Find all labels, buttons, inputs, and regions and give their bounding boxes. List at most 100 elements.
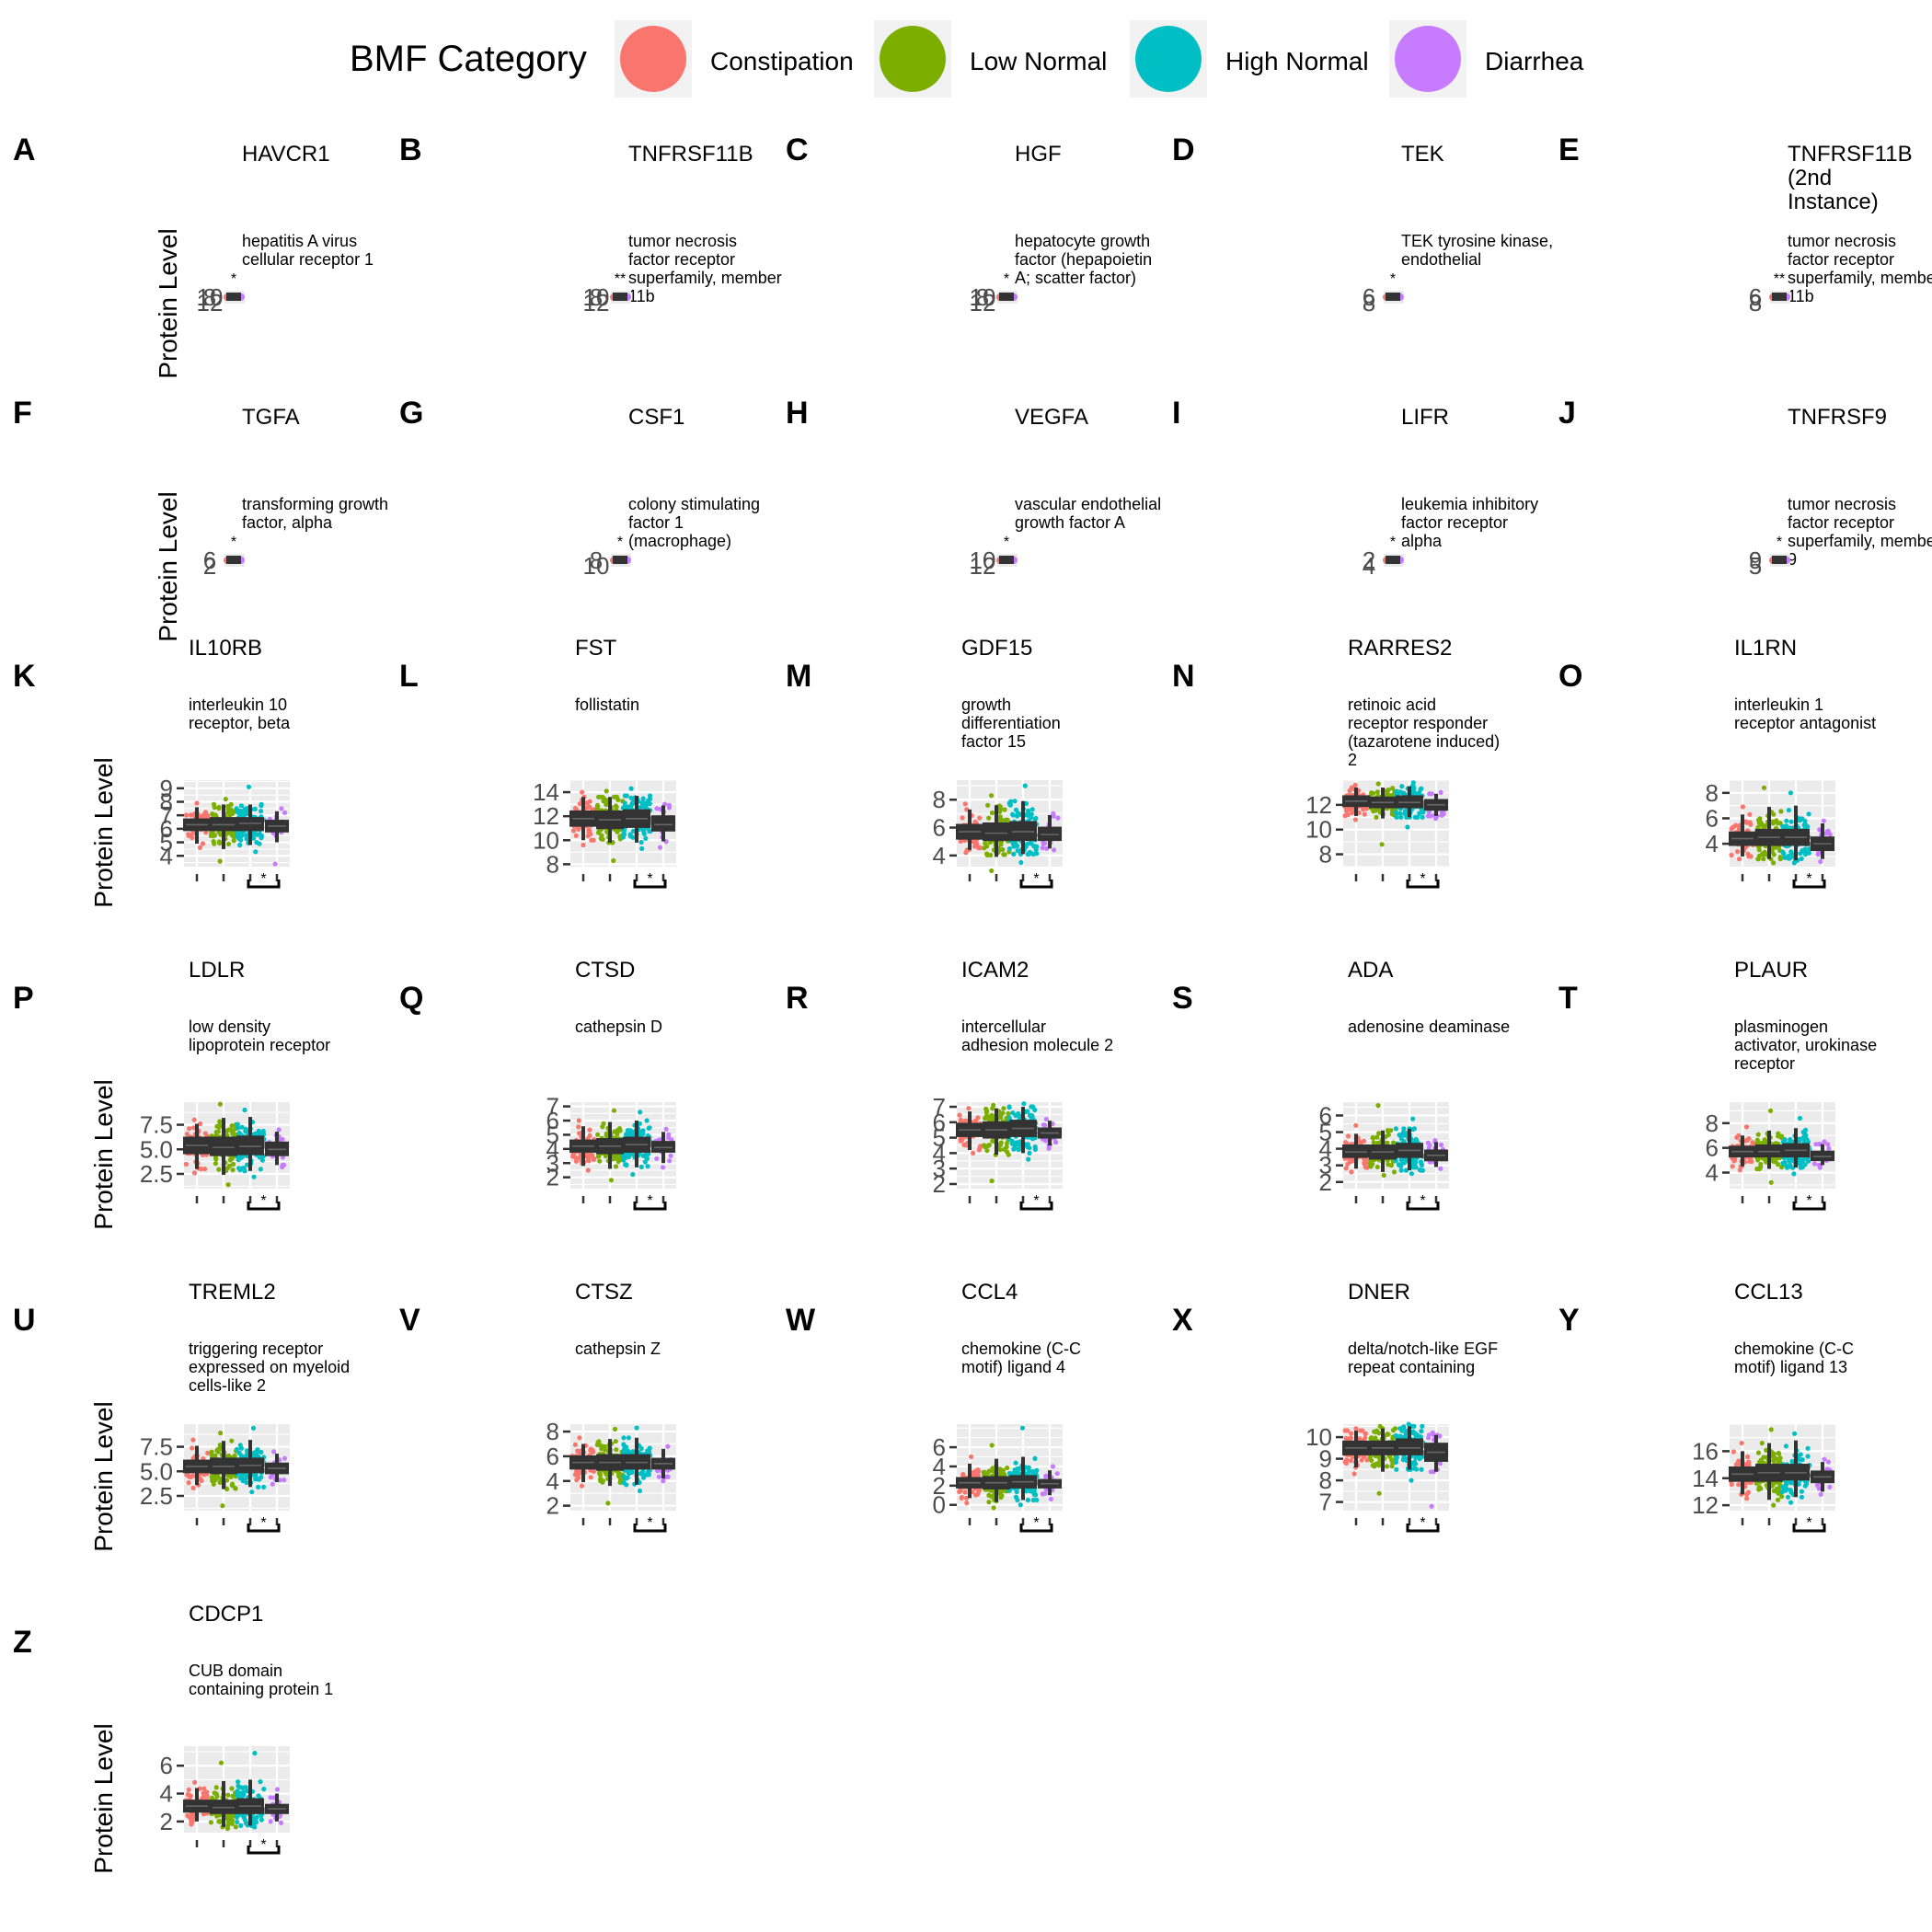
significance-marker: * (1390, 271, 1396, 287)
point (1031, 851, 1037, 857)
point (668, 1153, 673, 1158)
point (1799, 856, 1804, 862)
point (1362, 811, 1367, 817)
point (640, 1475, 647, 1480)
point (1798, 851, 1803, 857)
point (1001, 852, 1006, 857)
point (988, 1493, 995, 1499)
point (236, 811, 242, 816)
point (603, 1154, 609, 1159)
point (1027, 1150, 1032, 1156)
tick-label: 10 (197, 283, 224, 311)
point (244, 1129, 249, 1134)
point (1760, 851, 1765, 857)
point (1771, 852, 1777, 857)
panel-subtitle: lipoprotein receptor (189, 1036, 330, 1054)
panel-title: ICAM2 (961, 958, 1029, 983)
y-axis-label: Protein Level (89, 1079, 118, 1229)
point-outlier (1761, 785, 1767, 790)
point (1001, 1106, 1006, 1111)
point (215, 1474, 221, 1479)
y-tick-label: 14 (1692, 1465, 1719, 1492)
point (202, 1131, 208, 1136)
point-outlier (1410, 780, 1416, 786)
point (1002, 807, 1007, 812)
point (1733, 822, 1739, 828)
point (667, 1158, 673, 1164)
significance-marker: * (1777, 535, 1782, 550)
point (1026, 808, 1031, 814)
y-axis-label: Protein Level (154, 228, 182, 378)
point (190, 1445, 195, 1451)
box (999, 293, 1014, 301)
point (1007, 802, 1013, 808)
point-outlier (1791, 1171, 1797, 1177)
point (1788, 819, 1794, 824)
point (1420, 1423, 1425, 1429)
point (976, 845, 982, 851)
point-outlier (634, 1425, 639, 1431)
tick-label: 10 (970, 283, 996, 311)
point-outlier (1409, 1171, 1414, 1177)
panel-letter: W (786, 1303, 816, 1338)
panel-title: GDF15 (961, 636, 1032, 661)
point (1779, 1165, 1785, 1170)
point-outlier (991, 1102, 996, 1108)
point (230, 809, 236, 814)
y-tick-label: 7.5 (140, 1433, 173, 1461)
point (1420, 814, 1425, 820)
panel-letter: B (399, 132, 422, 167)
panel-letter: G (399, 396, 423, 431)
point (638, 1133, 644, 1138)
point (1030, 1497, 1036, 1503)
y-tick-label: 3 (1319, 1152, 1332, 1179)
point (1418, 1455, 1423, 1460)
point (1729, 1481, 1734, 1488)
point (1761, 1140, 1766, 1145)
tick-label: 12 (970, 552, 996, 580)
y-tick-label: 7.5 (140, 1111, 173, 1139)
significance-marker: * (1033, 871, 1039, 887)
significance-bracket (247, 1202, 281, 1211)
point-outlier (1791, 860, 1797, 866)
point (252, 806, 258, 812)
point (1004, 1144, 1009, 1150)
point-outlier (1375, 1103, 1381, 1109)
point (1345, 1133, 1351, 1139)
point (1754, 1140, 1760, 1145)
point (1384, 1464, 1390, 1469)
y-tick-label: 2 (546, 1164, 559, 1191)
point-outlier (1021, 1101, 1027, 1107)
point (216, 1124, 222, 1130)
y-tick-label: 10 (533, 826, 559, 854)
point (1806, 811, 1811, 817)
point (231, 1161, 236, 1167)
y-tick-label: 6 (933, 1433, 946, 1461)
point (211, 1481, 216, 1487)
point (588, 1475, 593, 1480)
point-outlier (191, 1170, 198, 1176)
legend-label-constipation: Constipation (710, 47, 854, 75)
point (1031, 1491, 1037, 1497)
panel-subtitle: triggering receptor (189, 1340, 323, 1358)
y-tick-label: 8 (1319, 841, 1332, 868)
panel-subtitle: receptor antagonist (1734, 714, 1876, 732)
panel-subtitle: factor receptor (1788, 513, 1894, 532)
point (245, 1448, 250, 1454)
point (584, 805, 590, 811)
point (1023, 800, 1029, 807)
point (604, 1133, 609, 1138)
point (237, 842, 243, 848)
y-tick-label: 4 (933, 1139, 946, 1167)
point (638, 839, 644, 845)
point-outlier (251, 1174, 257, 1179)
panel-subtitle: chemokine (C-C (961, 1340, 1081, 1358)
tick-label: 6 (1363, 283, 1375, 311)
point (597, 1470, 603, 1477)
y-tick-label: 7 (933, 1093, 946, 1121)
point (1376, 1463, 1382, 1468)
point (984, 1148, 990, 1154)
